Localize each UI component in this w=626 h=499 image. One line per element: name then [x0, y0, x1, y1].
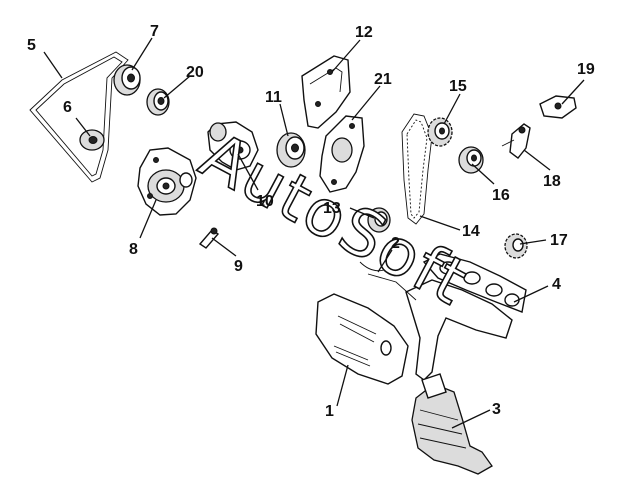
callout-17: 17 — [550, 232, 568, 249]
exhaust-manifold-part — [405, 279, 513, 475]
callout-7: 7 — [150, 23, 159, 40]
idler-roller-part — [504, 233, 528, 259]
pulley-part — [113, 64, 141, 96]
callout-12: 12 — [355, 24, 373, 41]
crank-pulley-part — [276, 132, 306, 168]
lower-timing-cover-part — [319, 115, 365, 193]
callout-2: 2 — [391, 235, 400, 252]
callout-18: 18 — [543, 173, 561, 190]
manifold-gasket-part — [422, 253, 527, 313]
callout-9: 9 — [234, 258, 243, 275]
tensioner-pulley-part — [146, 88, 170, 116]
belt-tensioner-part — [458, 146, 484, 174]
timing-belt-part — [401, 113, 433, 225]
callout-8: 8 — [129, 241, 138, 258]
alternator-part — [137, 147, 197, 216]
callout-11: 11 — [265, 89, 282, 106]
callout-21: 21 — [374, 71, 392, 88]
callout-20: 20 — [186, 64, 204, 81]
idler-pulley-small-part — [79, 129, 105, 151]
drive-belt-part — [29, 51, 129, 183]
timing-idler-pulley-part — [367, 207, 391, 233]
callout-3: 3 — [492, 401, 501, 418]
callout-5: 5 — [27, 37, 36, 54]
callout-13: 13 — [323, 200, 341, 217]
cam-sprocket-part — [427, 117, 453, 147]
leader-lines — [43, 37, 585, 429]
support-bracket-part — [539, 95, 577, 119]
upper-timing-cover-part — [301, 55, 351, 129]
hose-part — [359, 261, 417, 301]
callout-14: 14 — [462, 223, 480, 240]
water-pump-part — [207, 121, 259, 171]
mounting-bracket-part — [501, 123, 531, 159]
callout-labels: 1 2 3 4 5 6 7 8 9 10 11 12 13 14 15 16 1… — [27, 23, 595, 420]
callout-19: 19 — [577, 61, 595, 78]
callout-10: 10 — [256, 193, 274, 210]
callout-4: 4 — [552, 276, 561, 293]
callout-1: 1 — [325, 403, 334, 420]
callout-15: 15 — [449, 78, 467, 95]
callout-6: 6 — [63, 99, 72, 116]
heat-shield-part — [315, 293, 409, 385]
callout-16: 16 — [492, 187, 510, 204]
sensor-part — [198, 227, 220, 249]
